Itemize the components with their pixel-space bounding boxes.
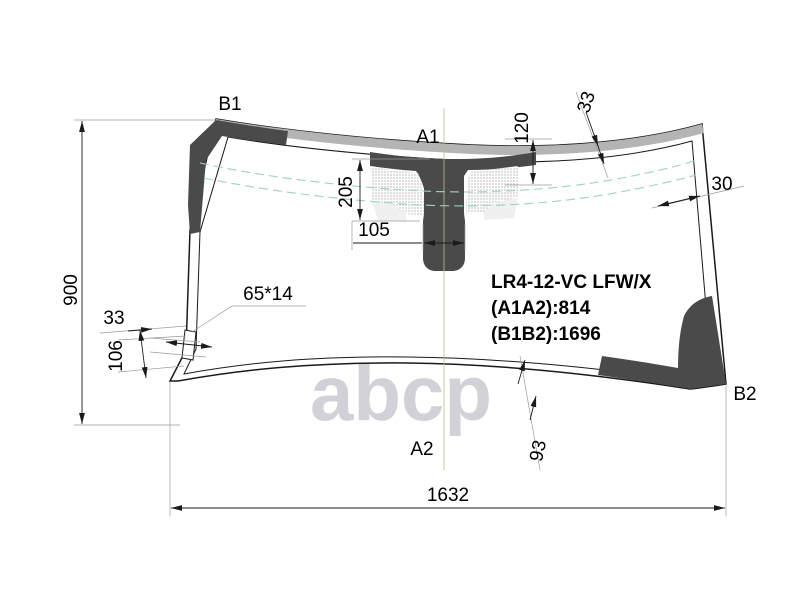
corner-label-b1: B1: [218, 94, 241, 115]
top-edge-band-shape: [216, 119, 704, 156]
tint-band-upper: [199, 160, 695, 193]
dimension-top-band-33: 33: [574, 89, 609, 179]
corner-label-a2: A2: [410, 439, 433, 460]
dim-106-extension-bottom: [117, 365, 185, 373]
corner-label-b2: B2: [733, 384, 756, 405]
dot-matrix-left-patch: [370, 167, 424, 215]
dimension-top-band-120: 120: [505, 112, 552, 186]
dim-30-line: [657, 195, 701, 207]
dim-93-label: 93: [526, 438, 551, 463]
dim-1632-label: 1632: [427, 485, 469, 506]
dimension-mirror-height: 205: [336, 158, 430, 222]
dim-65x14-ext-a: [149, 337, 201, 343]
tint-shade-band: [199, 160, 697, 207]
dim-106-line: [138, 329, 148, 379]
dimension-right-edge-30: 30: [651, 174, 745, 209]
dim-900-label: 900: [61, 274, 82, 306]
dim-33-top-line-b: [593, 133, 605, 165]
dimension-bracket-65x14: 65*14: [149, 284, 306, 358]
part-code-text: LR4-12-VC LFW/X: [491, 272, 652, 293]
shading-lobe-left: [372, 202, 406, 222]
dimension-bottom-band-93: 93: [517, 355, 551, 471]
dim-65x14-ext-b: [149, 351, 207, 358]
frit-band-left-pillar: [188, 120, 288, 234]
dot-matrix-right-patch: [466, 166, 518, 214]
dot-matrix-shading: [370, 166, 518, 222]
dimension-overall-width: 1632: [169, 382, 727, 516]
corner-labels: B1 A1 B2 A2: [218, 94, 756, 460]
dim-93-line-bottom: [529, 395, 537, 421]
corner-label-a1: A1: [416, 127, 439, 148]
part-b1b2-text: (B1B2):1696: [491, 324, 601, 345]
part-a1a2-text: (A1A2):814: [491, 298, 591, 319]
dim-205-label: 205: [336, 176, 357, 208]
part-number-block: LR4-12-VC LFW/X (A1A2):814 (B1B2):1696: [491, 272, 652, 345]
dim-33-top-label: 33: [574, 89, 601, 116]
dim-105-label: 105: [358, 220, 390, 241]
dimension-overall-height: 900: [61, 119, 220, 426]
dimension-mirror-offset: 105: [351, 220, 466, 250]
tint-band-lower: [203, 174, 697, 207]
dim-93-extension: [519, 355, 541, 471]
dim-65x14-label: 65*14: [243, 284, 293, 305]
dim-33-left-label: 33: [103, 308, 124, 329]
dim-30-label: 30: [711, 174, 732, 195]
top-edge-band: [216, 119, 704, 156]
shading-lobe-right: [484, 198, 518, 220]
dim-93-line-top: [517, 359, 526, 385]
glass-outer-outline: [168, 118, 727, 390]
dim-106-label: 106: [106, 340, 127, 372]
dim-65x14-leader: [191, 305, 306, 333]
dim-120-label: 120: [512, 112, 533, 144]
dim-65x14-width-line: [165, 340, 213, 349]
frit-band-right-corner: [598, 296, 726, 389]
dimension-left-edge-33: 33: [99, 308, 187, 334]
